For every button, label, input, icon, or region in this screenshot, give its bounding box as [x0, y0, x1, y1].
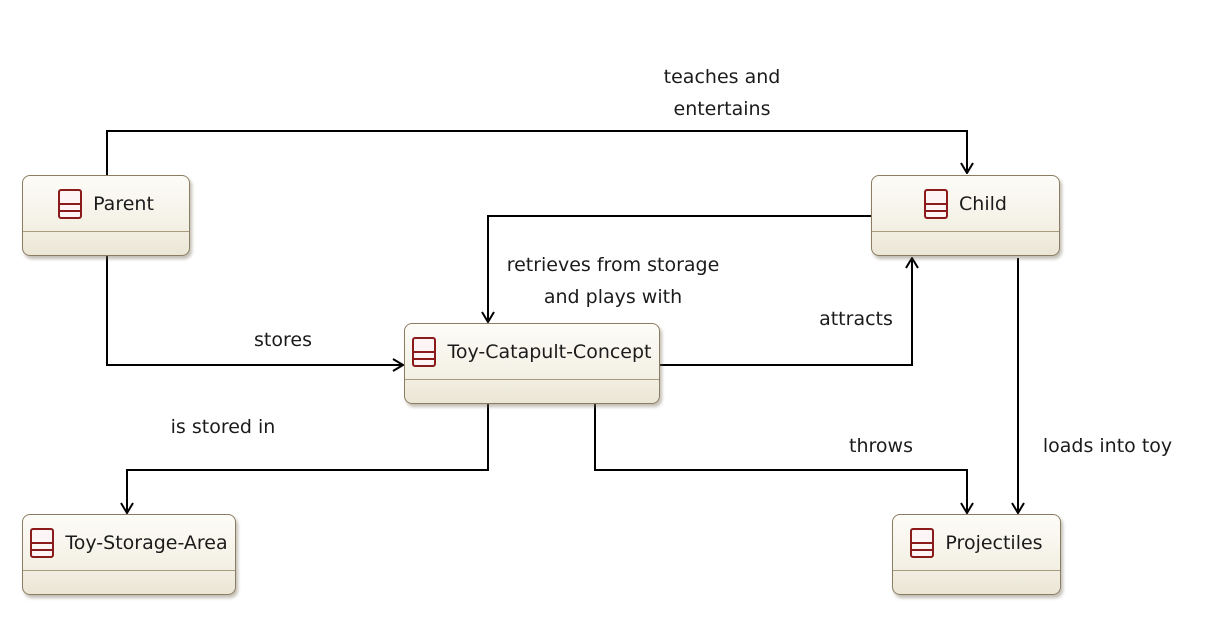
- node-toy-catapult-header: Toy-Catapult-Concept: [405, 324, 659, 380]
- edge-is-stored-in: [127, 404, 489, 513]
- edge-label-stores: stores: [254, 329, 312, 351]
- node-child-header: Child: [872, 176, 1059, 232]
- node-projectiles-name: Projectiles: [945, 531, 1043, 554]
- edge-label-teaches-line2: entertains: [673, 98, 771, 120]
- edge-teaches-and-entertains: [106, 130, 967, 175]
- edge-label-teaches: teaches and entertains: [622, 61, 822, 125]
- node-parent-name: Parent: [93, 192, 154, 215]
- node-child-name: Child: [959, 192, 1007, 215]
- edge-label-retrieves: retrieves from storage and plays with: [497, 249, 729, 313]
- node-toy-catapult-concept[interactable]: Toy-Catapult-Concept: [404, 323, 660, 404]
- node-toy-storage-header: Toy-Storage-Area: [23, 515, 235, 571]
- edge-label-attracts: attracts: [819, 308, 893, 330]
- edge-label-retrieves-line2: and plays with: [543, 286, 683, 308]
- edge-label-retrieves-line1: retrieves from storage: [506, 254, 720, 276]
- edge-label-is-stored-in: is stored in: [170, 416, 276, 438]
- edge-throws: [594, 404, 967, 513]
- node-parent[interactable]: Parent: [22, 175, 190, 256]
- block-icon: [910, 527, 935, 558]
- edge-label-throws: throws: [849, 435, 913, 457]
- block-icon: [924, 188, 949, 219]
- edge-label-loads-into-toy: loads into toy: [1042, 435, 1173, 457]
- node-toy-catapult-name: Toy-Catapult-Concept: [447, 340, 652, 363]
- node-child[interactable]: Child: [871, 175, 1060, 256]
- block-icon: [412, 336, 437, 367]
- edge-label-teaches-line1: teaches and: [663, 66, 781, 88]
- node-projectiles-header: Projectiles: [893, 515, 1060, 571]
- block-icon: [30, 527, 55, 558]
- edge-stores: [106, 256, 403, 365]
- edge-retrieves-and-plays: [488, 215, 871, 322]
- node-projectiles[interactable]: Projectiles: [892, 514, 1061, 595]
- node-toy-storage-area[interactable]: Toy-Storage-Area: [22, 514, 236, 595]
- node-toy-storage-name: Toy-Storage-Area: [65, 531, 228, 554]
- block-icon: [58, 188, 83, 219]
- node-parent-header: Parent: [23, 176, 189, 232]
- edge-attracts: [659, 258, 912, 366]
